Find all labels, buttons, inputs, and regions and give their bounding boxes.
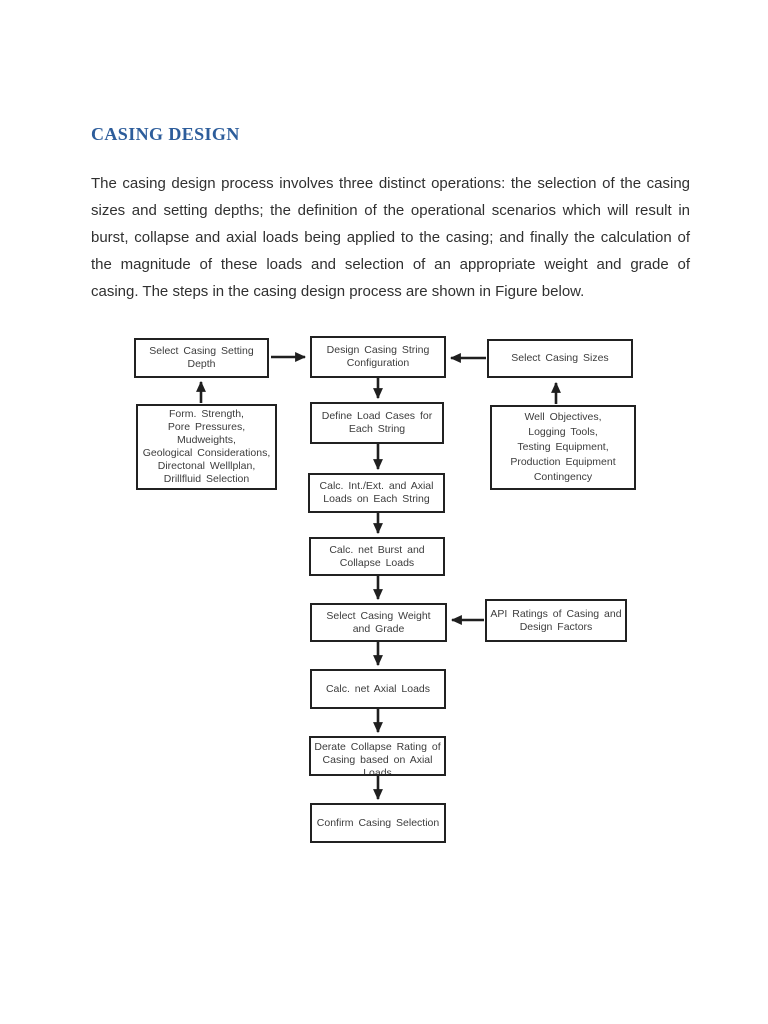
box-text-line: Well Objectives,	[524, 411, 602, 423]
box-text-line: Select Casing Weight	[326, 609, 431, 622]
box-text-line: Select Casing Sizes	[511, 352, 609, 364]
flowchart-box-select-casing-weight-grade: Select Casing Weight and Grade	[310, 603, 447, 642]
box-text-line: and Grade	[352, 622, 405, 635]
box-text-line: Contingency	[533, 471, 593, 483]
box-text-line: Define Load Cases for	[321, 410, 433, 422]
paragraph-line: sizes and setting depths; the definition…	[91, 202, 690, 219]
flowchart-box-calc-int-ext-axial-loads: Calc. Int./Ext. and Axial Loads on Each …	[308, 473, 445, 513]
box-text-line: Calc. net Axial Loads	[325, 682, 431, 695]
box-text-line: Mudweights,	[177, 434, 236, 446]
box-text-line: Each String	[348, 423, 406, 435]
box-text-line: Depth	[187, 358, 216, 370]
flowchart-box-casing-sizes-inputs: Well Objectives, Logging Tools, Testing …	[490, 405, 636, 490]
box-text-line: Loads	[363, 767, 392, 776]
box-text-line: API Ratings of Casing and	[490, 607, 622, 620]
flowchart-box-confirm-casing-selection: Confirm Casing Selection	[310, 803, 446, 843]
flowchart-box-calc-net-burst-collapse-loads: Calc. net Burst and Collapse Loads	[309, 537, 445, 576]
body-paragraph: The casing design process involves three…	[91, 170, 690, 305]
box-text-line: Drillfluid Selection	[163, 473, 250, 485]
paragraph-line: casing. The steps in the casing design p…	[91, 283, 585, 300]
paragraph-line: burst, collapse and axial loads being ap…	[91, 229, 690, 246]
box-text-line: Form. Strength,	[169, 408, 244, 420]
flowchart-box-api-ratings: API Ratings of Casing and Design Factors	[485, 599, 627, 642]
paragraph-line: The casing design process involves three…	[91, 175, 690, 192]
box-text-line: Production Equipment	[510, 456, 616, 468]
box-text-line: Derate Collapse Rating of	[314, 741, 441, 753]
box-text-line: Select Casing Setting	[149, 345, 254, 357]
box-text-line: Geological Considerations,	[142, 447, 271, 459]
box-text-line: Calc. net Burst and	[329, 543, 425, 556]
box-text-line: Design Casing String	[326, 344, 430, 356]
box-text-line: Testing Equipment,	[517, 441, 609, 453]
flowchart-box-select-casing-setting-depth: Select Casing Setting Depth	[134, 338, 269, 378]
flowchart-box-derate-collapse-rating: Derate Collapse Rating of Casing based o…	[309, 736, 446, 776]
flowchart-box-setting-depth-inputs: Form. Strength, Pore Pressures, Mudweigh…	[136, 404, 277, 490]
box-text-line: Pore Pressures,	[167, 421, 246, 433]
box-text-line: Configuration	[346, 357, 410, 369]
box-text-line: Casing based on Axial	[322, 754, 433, 766]
flowchart-box-calc-net-axial-loads: Calc. net Axial Loads	[310, 669, 446, 709]
box-text-line: Calc. Int./Ext. and Axial	[319, 480, 434, 492]
box-text-line: Logging Tools,	[528, 426, 598, 438]
paragraph-line: the magnitude of these loads and selecti…	[91, 256, 690, 273]
box-text-line: Loads on Each String	[323, 493, 430, 505]
flowchart-box-design-casing-string-configuration: Design Casing String Configuration	[310, 336, 446, 378]
box-text-line: Directonal Welllplan,	[157, 460, 256, 472]
page-title: CASING DESIGN	[91, 124, 240, 144]
box-text-line: Collapse Loads	[339, 556, 415, 569]
flowchart-box-define-load-cases: Define Load Cases for Each String	[310, 402, 444, 444]
box-text-line: Design Factors	[519, 620, 593, 633]
flowchart-box-select-casing-sizes: Select Casing Sizes	[487, 339, 633, 378]
box-text-line: Confirm Casing Selection	[316, 816, 440, 829]
